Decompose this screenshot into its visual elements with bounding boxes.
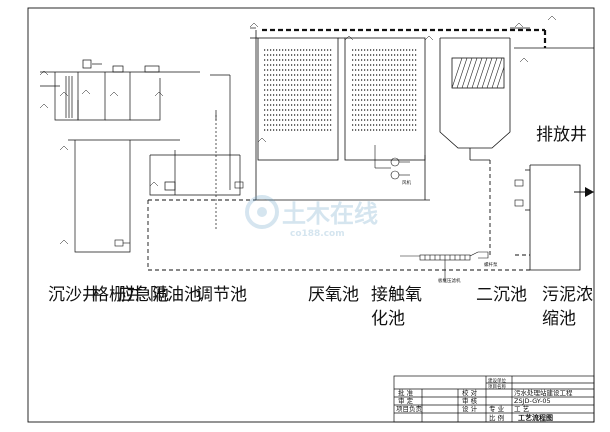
sludge-pump-label: 螺杆泵 xyxy=(484,261,498,268)
tb-row-examine: 审 定 xyxy=(398,396,414,405)
title-block xyxy=(393,375,595,423)
secondary-clarifier xyxy=(439,37,511,161)
pretreatment-tanks xyxy=(40,59,200,253)
unit-label-contact-oxidation-1: 接触氧 xyxy=(371,285,422,305)
unit-label-grit: 沉沙井 xyxy=(48,285,99,305)
discharge-and-thickener xyxy=(510,27,594,271)
unit-label-screen: 格栅井 xyxy=(92,285,143,305)
tb-row-check: 校 对 xyxy=(462,388,478,397)
emergency-pump-icon xyxy=(114,239,130,247)
lift-pumps xyxy=(234,179,524,207)
tb-project-name-caption: 项目名称 xyxy=(488,383,506,390)
tb-build-unit-caption: 建设单位 xyxy=(488,377,506,384)
watermark: 土木在线 co188.com xyxy=(245,195,378,239)
unit-label-emergency: 应急池 xyxy=(118,285,169,305)
tb-row-review: 审 核 xyxy=(462,396,478,405)
anaerobic-packing xyxy=(262,48,334,136)
watermark-sub: co188.com xyxy=(290,229,345,239)
filter-press-label: 板框压滤机 xyxy=(438,277,461,284)
blower-label: 风机 xyxy=(402,179,411,186)
tb-specialty-caption: 专 业 xyxy=(489,404,505,413)
tb-specialty: 工 艺 xyxy=(514,405,530,413)
unit-label-thickener-2: 缩池 xyxy=(542,309,576,329)
return-dashed-line xyxy=(262,28,547,48)
oxidation-packing-rows xyxy=(352,49,418,131)
filter-press-icon xyxy=(400,251,489,282)
watermark-main: 土木在线 xyxy=(282,200,378,228)
blower-icon xyxy=(374,145,410,180)
unit-label-regulating: 调节池 xyxy=(196,285,247,305)
tb-row-approve: 批 准 xyxy=(398,388,414,397)
tb-row-project-lead: 项目负责 xyxy=(396,404,423,413)
drawing-frame xyxy=(27,7,595,423)
tb-row-design: 设 计 xyxy=(462,404,478,413)
tb-design-no: ZSJD-GY-05 xyxy=(514,397,551,405)
level-marks-right xyxy=(249,15,557,143)
level-marks-left xyxy=(39,70,164,245)
contact-oxidation-tank xyxy=(338,37,426,200)
discharge-arrow-icon xyxy=(574,187,594,197)
unit-label-grease: 隔油池 xyxy=(150,285,201,305)
anaerobic-packing-rows xyxy=(264,49,332,131)
unit-label-secondary-clarifier: 二沉池 xyxy=(476,285,527,305)
unit-label-contact-oxidation-2: 化池 xyxy=(371,309,405,329)
sludge-dashed-lines xyxy=(147,160,530,271)
unit-label-thickener-1: 污泥浓 xyxy=(542,285,593,305)
tb-project-name: 污水处理站建设工程 xyxy=(514,388,573,397)
regulating-pool xyxy=(149,74,241,230)
tb-drawing-title: 工艺流程图 xyxy=(518,413,553,422)
anaerobic-tank xyxy=(250,30,430,201)
discharge-well-label: 排放井 xyxy=(536,125,587,145)
unit-label-anaerobic: 厌氧池 xyxy=(308,285,359,305)
inclined-plates xyxy=(451,57,505,89)
tb-scale-caption: 比 例 xyxy=(489,413,504,422)
